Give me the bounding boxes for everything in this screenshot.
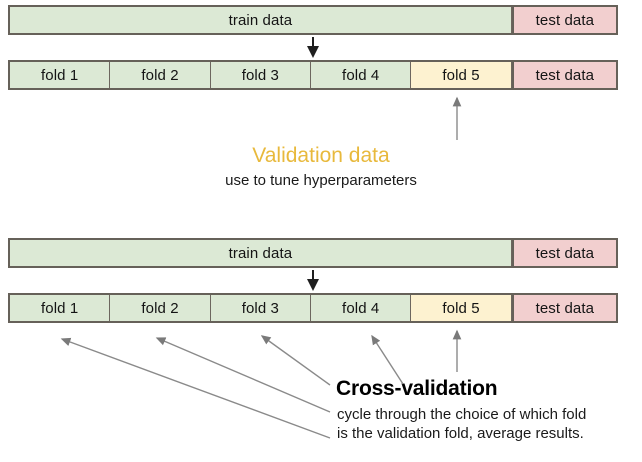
cv-arrow-to-fold-1: [60, 337, 331, 439]
segment-fold-4: fold 4: [311, 295, 412, 321]
train-test-bar-bottom: train data test data: [8, 238, 618, 268]
segment-fold-1: fold 1: [10, 62, 111, 88]
segment-test-data: test data: [511, 7, 616, 33]
segment-test-data: test data: [511, 295, 616, 321]
segment-fold-3: fold 3: [210, 295, 312, 321]
segment-fold-4: fold 4: [311, 62, 412, 88]
segment-train-data: train data: [10, 7, 512, 33]
segment-fold-5-validation: fold 5: [411, 62, 512, 88]
segment-train-data: train data: [10, 240, 512, 266]
folds-bar-top: fold 1 fold 2 fold 3 fold 4 fold 5 test …: [8, 60, 618, 90]
validation-data-title: Validation data: [252, 144, 390, 167]
segment-fold-1: fold 1: [10, 295, 111, 321]
folds-bar-bottom: fold 1 fold 2 fold 3 fold 4 fold 5 test …: [8, 293, 618, 323]
cross-validation-line-1: cycle through the choice of which fold: [337, 406, 587, 423]
segment-fold-3: fold 3: [210, 62, 312, 88]
train-test-bar-top: train data test data: [8, 5, 618, 35]
segment-fold-5-validation: fold 5: [411, 295, 512, 321]
segment-test-data: test data: [511, 62, 616, 88]
segment-test-data: test data: [511, 240, 616, 266]
segment-fold-2: fold 2: [110, 62, 211, 88]
validation-data-subtitle: use to tune hyperparameters: [225, 172, 417, 189]
cross-validation-title: Cross-validation: [336, 377, 498, 400]
cv-arrow-to-fold-2: [155, 337, 331, 413]
segment-fold-2: fold 2: [110, 295, 211, 321]
cv-arrow-to-fold-3: [260, 335, 331, 386]
cross-validation-line-2: is the validation fold, average results.: [337, 425, 584, 442]
